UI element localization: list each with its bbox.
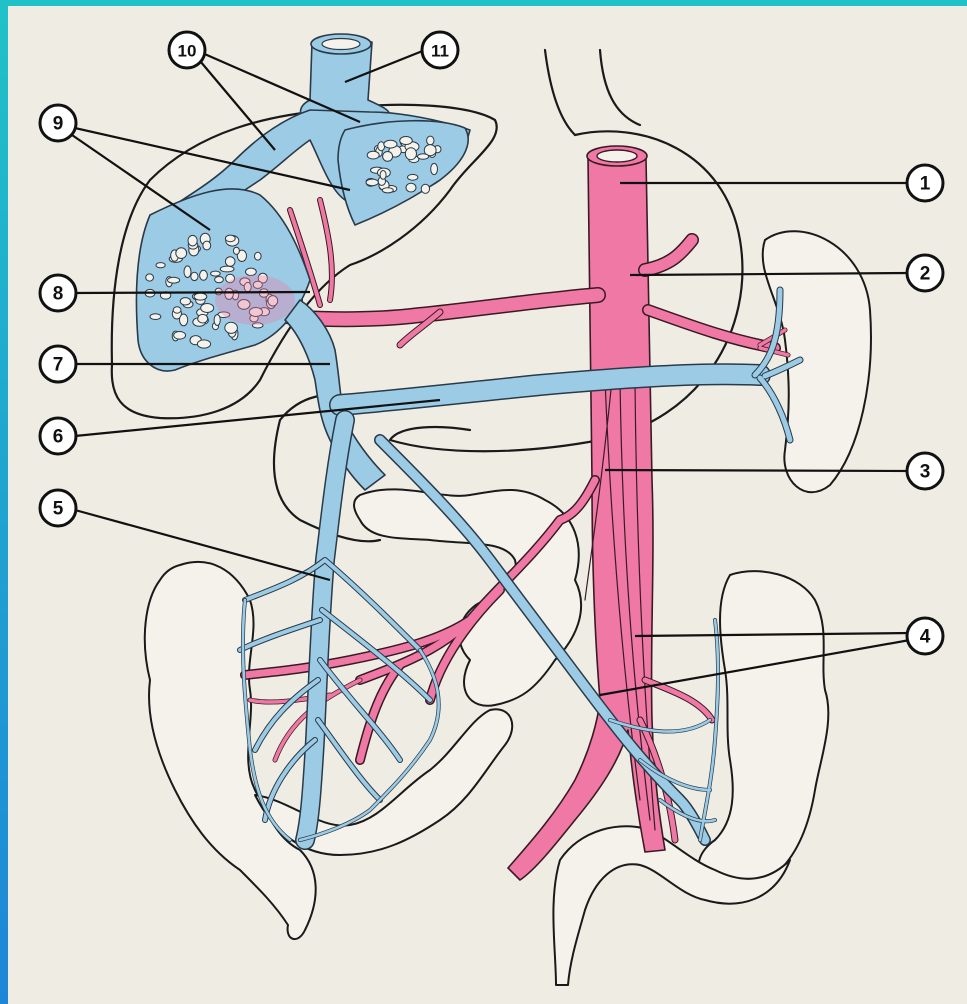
- sinusoid-hole: [194, 293, 207, 300]
- sinusoid-hole: [421, 184, 429, 193]
- sinusoid-hole: [215, 277, 224, 283]
- callout-11: 11: [422, 32, 458, 68]
- sinusoid-hole: [176, 248, 187, 259]
- sinusoid-hole: [225, 235, 235, 242]
- sinusoid-hole: [201, 304, 214, 313]
- ivc-lumen: [322, 39, 360, 50]
- callout-10: 10: [169, 32, 205, 68]
- portal-circulation-diagram: 1 2 3 4 5 6 7 8 9 10 11: [8, 6, 967, 1004]
- descending-colon: [699, 571, 829, 886]
- callout-1-label: 1: [920, 174, 931, 195]
- splenic-vein: [340, 374, 760, 405]
- sinusoid-hole: [225, 322, 238, 333]
- leader-10a: [195, 55, 275, 150]
- callout-9-label: 9: [53, 114, 64, 135]
- callout-1: 1: [907, 165, 943, 201]
- callout-11-label: 11: [431, 42, 449, 61]
- sinusoid-hole: [174, 332, 186, 340]
- esophagus-outline: [545, 50, 640, 135]
- diagram-canvas: 1 2 3 4 5 6 7 8 9 10 11: [8, 6, 967, 1004]
- sinusoid-hole: [220, 266, 234, 272]
- callout-2-label: 2: [920, 264, 931, 285]
- callout-4: 4: [907, 618, 943, 654]
- sinusoid-hole: [180, 314, 188, 326]
- callout-9: 9: [40, 105, 76, 141]
- callout-6: 6: [40, 418, 76, 454]
- callout-5: 5: [40, 490, 76, 526]
- sinusoid-hole: [173, 307, 181, 313]
- sinusoid-hole: [366, 179, 378, 186]
- mesenteric-vein-branches-edge: [240, 560, 430, 820]
- sinusoid-hole: [254, 252, 261, 260]
- sinusoid-hole: [380, 171, 386, 180]
- sinusoid-hole: [197, 340, 210, 348]
- sinusoid-hole: [225, 257, 235, 267]
- sinusoid-hole: [406, 183, 416, 192]
- mesenteric-vein-branches: [240, 560, 430, 820]
- sinusoid-hole: [431, 163, 438, 174]
- sinusoid-hole: [367, 151, 379, 159]
- sinusoid-hole: [146, 274, 154, 281]
- sinusoid-hole: [180, 298, 190, 305]
- callout-7-label: 7: [53, 355, 64, 376]
- sinusoid-hole: [246, 268, 257, 275]
- callout-8: 8: [40, 275, 76, 311]
- sinusoid-hole: [211, 271, 221, 276]
- sinusoid-hole: [233, 247, 239, 254]
- sinusoid-hole: [214, 315, 220, 326]
- sinusoid-hole: [150, 314, 161, 320]
- leader-8: [75, 292, 310, 293]
- sinusoid-hole: [184, 266, 191, 278]
- leader-3: [605, 470, 910, 471]
- callout-8-label: 8: [53, 284, 64, 305]
- aorta-lumen: [597, 150, 637, 162]
- ascending-colon: [145, 562, 316, 939]
- sinusoid-hole: [405, 148, 416, 160]
- leader-2: [630, 273, 910, 275]
- callout-10-label: 10: [178, 42, 197, 61]
- spleen: [763, 231, 871, 492]
- sinusoid-hole: [191, 272, 198, 280]
- callout-3-label: 3: [920, 462, 931, 483]
- sinusoid-hole: [408, 174, 418, 180]
- sinusoid-hole: [200, 270, 208, 280]
- sinusoid-hole: [384, 140, 397, 148]
- sinusoid-hole: [156, 263, 165, 268]
- hepatic-capillary-blush: [215, 275, 295, 325]
- callout-3: 3: [907, 453, 943, 489]
- callout-5-label: 5: [53, 499, 64, 520]
- callout-6-label: 6: [53, 427, 64, 448]
- callout-7: 7: [40, 346, 76, 382]
- leader-4a: [635, 633, 910, 636]
- callout-4-label: 4: [920, 627, 931, 648]
- liver-left-lobe-network: [338, 121, 468, 225]
- splenic-artery: [648, 310, 775, 348]
- sinusoid-hole: [382, 188, 393, 193]
- sinusoid-hole: [383, 152, 393, 162]
- sinusoid-hole: [400, 137, 413, 145]
- sinusoid-hole: [168, 277, 180, 283]
- callout-2: 2: [907, 255, 943, 291]
- sinusoid-hole: [188, 235, 197, 246]
- leader-6: [75, 400, 440, 436]
- sinusoid-hole: [427, 136, 434, 145]
- sinusoid-hole: [198, 314, 208, 323]
- sinusoid-hole: [418, 154, 429, 160]
- sinusoid-hole: [203, 241, 211, 250]
